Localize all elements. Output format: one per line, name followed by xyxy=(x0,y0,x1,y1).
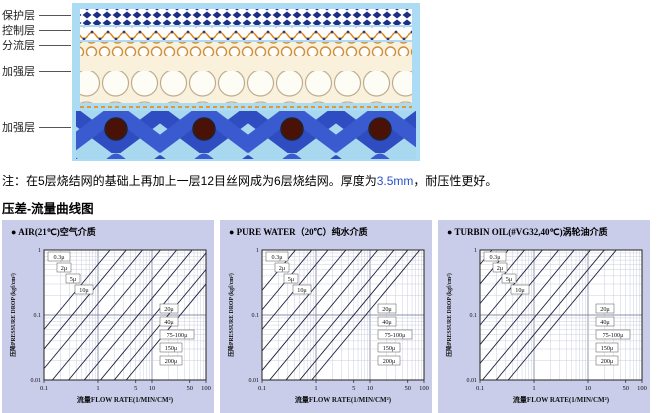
layer-label-text: 加强层 xyxy=(2,122,35,134)
svg-text:10μ: 10μ xyxy=(79,287,89,294)
svg-text:压降PRESSURE DROP (kgf/cm²): 压降PRESSURE DROP (kgf/cm²) xyxy=(445,273,453,357)
svg-text:40μ: 40μ xyxy=(600,319,610,326)
svg-text:0.01: 0.01 xyxy=(249,378,260,384)
leader-line xyxy=(39,70,71,72)
svg-text:200μ: 200μ xyxy=(601,358,614,365)
control-layer-band xyxy=(80,27,412,40)
svg-text:100: 100 xyxy=(637,385,647,392)
svg-text:20μ: 20μ xyxy=(164,306,174,313)
layer-label-text: 分流层 xyxy=(2,40,35,52)
svg-text:0.01: 0.01 xyxy=(31,378,42,384)
svg-text:10: 10 xyxy=(367,385,374,392)
svg-text:0.1: 0.1 xyxy=(258,385,266,392)
layer-label-distribution: 分流层 xyxy=(2,37,71,53)
svg-text:50: 50 xyxy=(186,385,193,392)
svg-text:50: 50 xyxy=(404,385,411,392)
svg-text:2μ: 2μ xyxy=(497,265,504,272)
layer-label-text: 加强层 xyxy=(2,66,35,78)
protective-layer-band xyxy=(80,9,412,25)
svg-text:流量FLOW RATE(1/MIN/CM²): 流量FLOW RATE(1/MIN/CM²) xyxy=(77,395,174,404)
svg-text:1: 1 xyxy=(256,248,259,254)
reinforce-weave-band xyxy=(76,111,416,159)
svg-text:200μ: 200μ xyxy=(383,358,396,365)
svg-text:0.3μ: 0.3μ xyxy=(489,254,501,261)
svg-text:75-100μ: 75-100μ xyxy=(603,332,625,339)
svg-text:5: 5 xyxy=(134,385,137,392)
svg-text:5μ: 5μ xyxy=(288,276,295,283)
note-prefix: 注：在5层烧结网的基础上再加上一层12目丝网成为6层烧结网。厚度为 xyxy=(2,174,377,188)
svg-text:150μ: 150μ xyxy=(165,345,178,352)
svg-text:10μ: 10μ xyxy=(297,287,307,294)
svg-text:0.1: 0.1 xyxy=(252,313,260,319)
svg-text:0.1: 0.1 xyxy=(470,313,478,319)
layer-label-control: 控制层 xyxy=(2,22,71,38)
spacer-band xyxy=(80,56,412,71)
svg-text:150μ: 150μ xyxy=(383,345,396,352)
svg-text:200μ: 200μ xyxy=(165,358,178,365)
svg-text:0.3μ: 0.3μ xyxy=(271,254,283,261)
svg-text:1: 1 xyxy=(38,248,41,254)
svg-text:流量FLOW RATE(1/MIN/CM²): 流量FLOW RATE(1/MIN/CM²) xyxy=(295,395,392,404)
distribution-layer-band xyxy=(80,42,412,56)
svg-text:100: 100 xyxy=(201,385,211,392)
svg-text:0.1: 0.1 xyxy=(476,385,484,392)
svg-text:流量FLOW RATE(1/MIN/CM²): 流量FLOW RATE(1/MIN/CM²) xyxy=(513,395,610,404)
svg-text:20μ: 20μ xyxy=(600,306,610,313)
svg-text:1: 1 xyxy=(96,385,99,392)
svg-text:压降PRESSURE DROP (kgf/cm²): 压降PRESSURE DROP (kgf/cm²) xyxy=(9,273,17,357)
leader-line xyxy=(39,126,71,128)
svg-text:10: 10 xyxy=(149,385,156,392)
layer-label-reinforce-1: 加强层 xyxy=(2,63,71,79)
svg-text:5μ: 5μ xyxy=(70,276,77,283)
chart-title-air: ● AIR(21℃)空气介质 xyxy=(11,227,96,237)
layer-label-reinforce-2: 加强层 xyxy=(2,119,71,135)
svg-text:20μ: 20μ xyxy=(382,306,392,313)
svg-text:5μ: 5μ xyxy=(506,276,513,283)
leader-line xyxy=(39,29,71,31)
leader-line xyxy=(39,14,71,16)
svg-text:1: 1 xyxy=(474,248,477,254)
note-text: 注：在5层烧结网的基础上再加上一层12目丝网成为6层烧结网。厚度为3.5mm，耐… xyxy=(2,172,660,189)
note-suffix: ，耐压性更好。 xyxy=(413,174,498,188)
svg-text:2μ: 2μ xyxy=(279,265,286,272)
svg-text:5: 5 xyxy=(352,385,355,392)
svg-text:75-100μ: 75-100μ xyxy=(167,332,189,339)
svg-text:10: 10 xyxy=(585,385,592,392)
svg-text:压降PRESSURE DROP (kgf/cm²): 压降PRESSURE DROP (kgf/cm²) xyxy=(227,273,235,357)
layer-label-text: 控制层 xyxy=(2,25,35,37)
chart-title-oil: ● TURBIN OIL(#VG32,40℃)涡轮油介质 xyxy=(447,227,608,237)
sintered-mesh-diagram xyxy=(72,3,420,161)
svg-text:2μ: 2μ xyxy=(61,265,68,272)
layer-label-text: 保护层 xyxy=(2,10,35,22)
svg-text:1: 1 xyxy=(314,385,317,392)
svg-text:0.1: 0.1 xyxy=(34,313,42,319)
leader-line xyxy=(39,44,71,46)
svg-text:0.1: 0.1 xyxy=(40,385,48,392)
svg-text:10μ: 10μ xyxy=(515,287,525,294)
svg-text:1: 1 xyxy=(532,385,535,392)
svg-text:0.3μ: 0.3μ xyxy=(53,254,65,261)
note-highlight: 3.5mm xyxy=(376,174,414,188)
svg-text:0.01: 0.01 xyxy=(467,378,478,384)
svg-text:75-100μ: 75-100μ xyxy=(385,332,407,339)
reinforce-coarse-band xyxy=(80,71,412,103)
layer-label-protective: 保护层 xyxy=(2,7,71,23)
svg-text:150μ: 150μ xyxy=(601,345,614,352)
svg-text:100: 100 xyxy=(419,385,429,392)
svg-text:40μ: 40μ xyxy=(164,319,174,326)
layer-diagram-section: 保护层 控制层 分流层 加强层 加强层 xyxy=(0,0,660,166)
chart-title-water: ● PURE WATER（20℃）纯水介质 xyxy=(229,227,368,237)
svg-text:50: 50 xyxy=(622,385,629,392)
svg-text:40μ: 40μ xyxy=(382,319,392,326)
section-title: 压差-流量曲线图 xyxy=(2,202,94,216)
chart-panel-oil: ● TURBIN OIL(#VG32,40℃)涡轮油介质 0.1 1 10 50 100… xyxy=(438,220,650,413)
